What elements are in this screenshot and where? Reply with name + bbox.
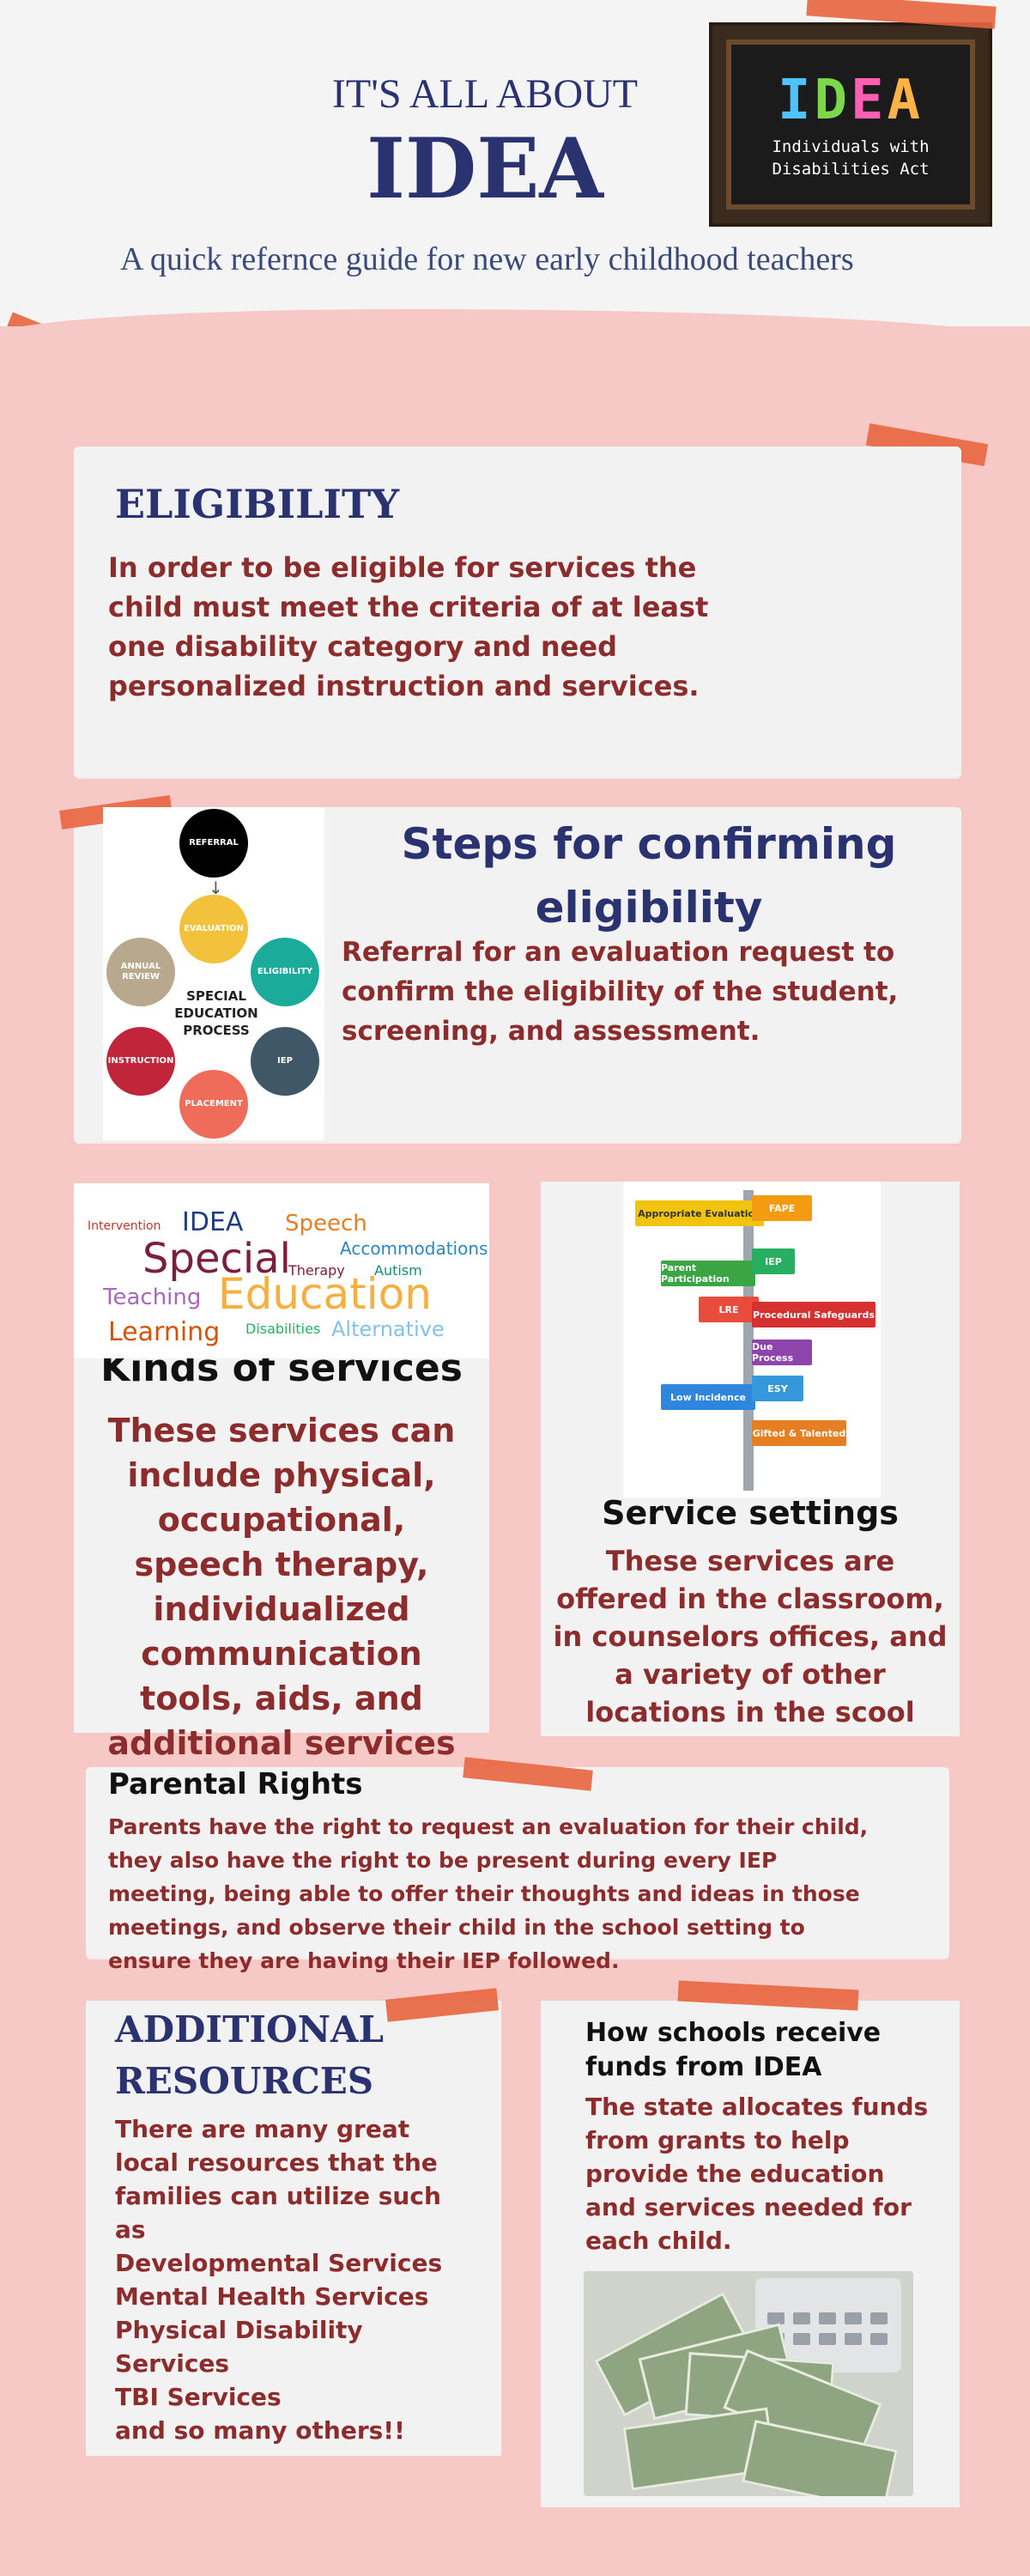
cycle-node-annual-review: ANNUAL REVIEW [106, 938, 175, 1006]
idea-chalkboard-image: IDEA Individuals with Disabilities Act [709, 22, 992, 227]
resources-item: and so many others!! [115, 2416, 405, 2445]
settings-title: Service settings [602, 1494, 899, 1532]
sign-gifted-talented: Gifted & Talented [752, 1420, 846, 1446]
wordcloud-word: Teaching [103, 1285, 202, 1310]
cycle-node-evaluation: EVALUATION [179, 895, 248, 963]
resources-title-line-2: RESOURCES [115, 2060, 374, 2102]
calc-key [793, 2312, 810, 2324]
money-calculator-image [584, 2271, 913, 2496]
cycle-node-iep: IEP [251, 1027, 319, 1096]
chalkboard-line-1: Individuals with [772, 137, 930, 156]
wordcloud-word: Intervention [88, 1219, 161, 1233]
wordcloud-word: Education [218, 1269, 432, 1319]
parental-rights-section: Parental Rights Parents have the right t… [86, 1767, 949, 1973]
header-kicker: IT'S ALL ABOUT [331, 71, 639, 117]
additional-resources-section: ADDITIONAL RESOURCES There are many grea… [86, 2001, 501, 2456]
chalk-letter-i: I [777, 69, 815, 132]
calc-key [819, 2333, 836, 2345]
eligibility-section: ELIGIBILITY In order to be eligible for … [74, 447, 961, 777]
chalkboard-idea-letters: IDEA [778, 69, 924, 132]
sign-iep: IEP [752, 1249, 795, 1274]
wordcloud-word: Learning [108, 1317, 221, 1347]
parental-title: Parental Rights [108, 1767, 363, 1801]
calc-key [870, 2333, 888, 2345]
signpost-image: Appropriate Evaluation FAPE Parent Parti… [623, 1182, 881, 1498]
arrow-icon: ↓ [209, 878, 223, 898]
wordcloud-word: Special [142, 1235, 291, 1283]
resources-title: ADDITIONAL RESOURCES [115, 2004, 424, 2107]
sign-parent-participation: Parent Participation [661, 1261, 755, 1286]
wordcloud-word: Therapy [288, 1262, 345, 1279]
resources-item: TBI Services [115, 2383, 282, 2411]
cycle-node-referral: REFERRAL [179, 809, 248, 878]
wordcloud-word: Alternative [331, 1317, 445, 1341]
settings-body: These services are offered in the classr… [553, 1545, 948, 1728]
cycle-center-label: SPECIAL EDUCATION PROCESS [174, 988, 258, 1038]
page-title: IDEA [367, 120, 603, 217]
resources-item: Physical Disability Services [115, 2316, 363, 2378]
chalkboard-surface: IDEA Individuals with Disabilities Act [726, 39, 975, 210]
sign-procedural-safeguards: Procedural Safeguards [752, 1302, 876, 1327]
resources-intro: There are many great local resources tha… [115, 2115, 441, 2244]
resources-title-line-1: ADDITIONAL [115, 2008, 385, 2050]
calc-key [793, 2333, 810, 2345]
header: IT'S ALL ABOUT IDEA A quick refernce gui… [0, 0, 1030, 326]
cycle-node-eligibility: ELIGIBILITY [251, 938, 319, 1006]
calc-key [767, 2312, 785, 2324]
resources-item: Mental Health Services [115, 2282, 429, 2311]
funds-title: How schools receive funds from IDEA [585, 2018, 882, 2082]
chalk-letter-d: D [814, 69, 851, 132]
sign-esy: ESY [752, 1376, 803, 1401]
cycle-node-placement: PLACEMENT [179, 1070, 248, 1139]
resources-body: There are many great local resources tha… [115, 2112, 467, 2447]
cycle-node-instruction: INSTRUCTION [106, 1027, 175, 1096]
eligibility-title: ELIGIBILITY [115, 481, 400, 527]
funds-body: The state allocates funds from grants to… [585, 2093, 929, 2255]
special-education-word-cloud: Intervention IDEA Speech Special Accommo… [74, 1183, 489, 1358]
wordcloud-word: Disabilities [245, 1321, 321, 1337]
wordcloud-word: Accommodations [340, 1238, 488, 1259]
calc-key [870, 2312, 888, 2324]
calc-key [819, 2312, 836, 2324]
chalk-letter-a: A [887, 69, 924, 132]
special-education-process-diagram: REFERRAL ↓ EVALUATION ELIGIBILITY IEP PL… [103, 807, 324, 1140]
sign-lre: LRE [699, 1297, 759, 1322]
chalk-letter-e: E [851, 69, 888, 132]
sign-due-process: Due Process [752, 1340, 812, 1365]
parental-body: Parents have the right to request an eva… [108, 1814, 869, 1973]
sign-low-incidence: Low Incidence [661, 1384, 755, 1410]
eligibility-body: In order to be eligible for services the… [108, 551, 709, 702]
resources-item: Developmental Services [115, 2249, 443, 2277]
calc-key [845, 2312, 862, 2324]
steps-body: Referral for an evaluation request to co… [342, 937, 899, 1047]
wordcloud-word: Autism [374, 1262, 422, 1279]
calc-key [845, 2333, 862, 2345]
page-subtitle: A quick refernce guide for new early chi… [120, 241, 854, 277]
sign-appropriate-evaluation: Appropriate Evaluation [635, 1200, 764, 1226]
kinds-body: These services can include physical, occ… [107, 1412, 456, 1762]
wordcloud-word: Speech [285, 1211, 367, 1236]
chalkboard-subtitle: Individuals with Disabilities Act [772, 136, 929, 180]
sign-fape: FAPE [752, 1195, 812, 1221]
wordcloud-word: IDEA [182, 1207, 244, 1237]
steps-title: Steps for confirming eligibility [401, 819, 897, 933]
chalkboard-line-2: Disabilities Act [772, 160, 930, 179]
